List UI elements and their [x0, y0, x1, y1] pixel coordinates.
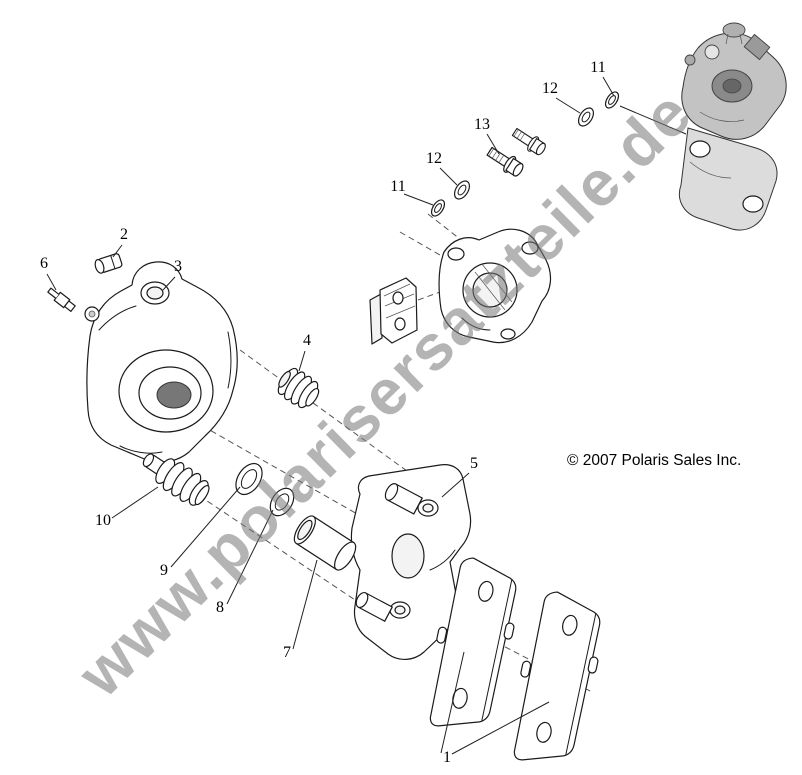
callout-6: 6: [40, 255, 48, 272]
callout-12-left: 12: [426, 150, 442, 167]
callout-12-right: 12: [542, 80, 558, 97]
lock-washer-drawing: [453, 180, 471, 200]
guide-pin-boot-drawing: [142, 453, 210, 506]
callout-10: 10: [95, 512, 111, 529]
bracket-bottom-pin: [355, 591, 393, 622]
cap-drawing: [94, 253, 123, 274]
piston-drawing: [293, 515, 357, 571]
dust-boot-drawing: [277, 367, 320, 409]
callout-9: 9: [160, 562, 168, 579]
lock-washer-drawing: [577, 107, 595, 127]
callout-4: 4: [303, 332, 311, 349]
bracket-top-pin: [384, 483, 423, 515]
mount-bracket-drawing: [350, 464, 472, 660]
leader-lines: [46, 76, 687, 755]
carrier-assembly-drawing: [369, 228, 552, 345]
callout-2: 2: [120, 226, 128, 243]
bolt-drawing: [486, 146, 524, 177]
callout-7: 7: [283, 644, 291, 661]
bleeder-screw-drawing: [47, 287, 76, 312]
flat-washer-drawing: [604, 91, 620, 109]
flat-washer-drawing: [430, 199, 446, 217]
assembled-caliper-drawing: [678, 22, 787, 231]
callout-11-left: 11: [390, 178, 405, 195]
callout-labels: 11 12 13 12 11 2 6 3 4 5 10 9 8 7 1: [40, 59, 606, 766]
callout-5: 5: [470, 455, 478, 472]
bolt-drawing: [511, 127, 546, 156]
seal-drawing: [269, 487, 295, 517]
callout-1: 1: [443, 749, 451, 766]
o-ring-drawing: [235, 462, 263, 496]
callout-3: 3: [174, 258, 182, 275]
caliper-body-drawing: [84, 261, 238, 463]
hardware-drawings: [430, 91, 620, 217]
callout-13: 13: [474, 116, 490, 133]
callout-8: 8: [216, 599, 224, 616]
copyright-text: © 2007 Polaris Sales Inc.: [567, 452, 742, 469]
callout-11-right: 11: [590, 59, 605, 76]
